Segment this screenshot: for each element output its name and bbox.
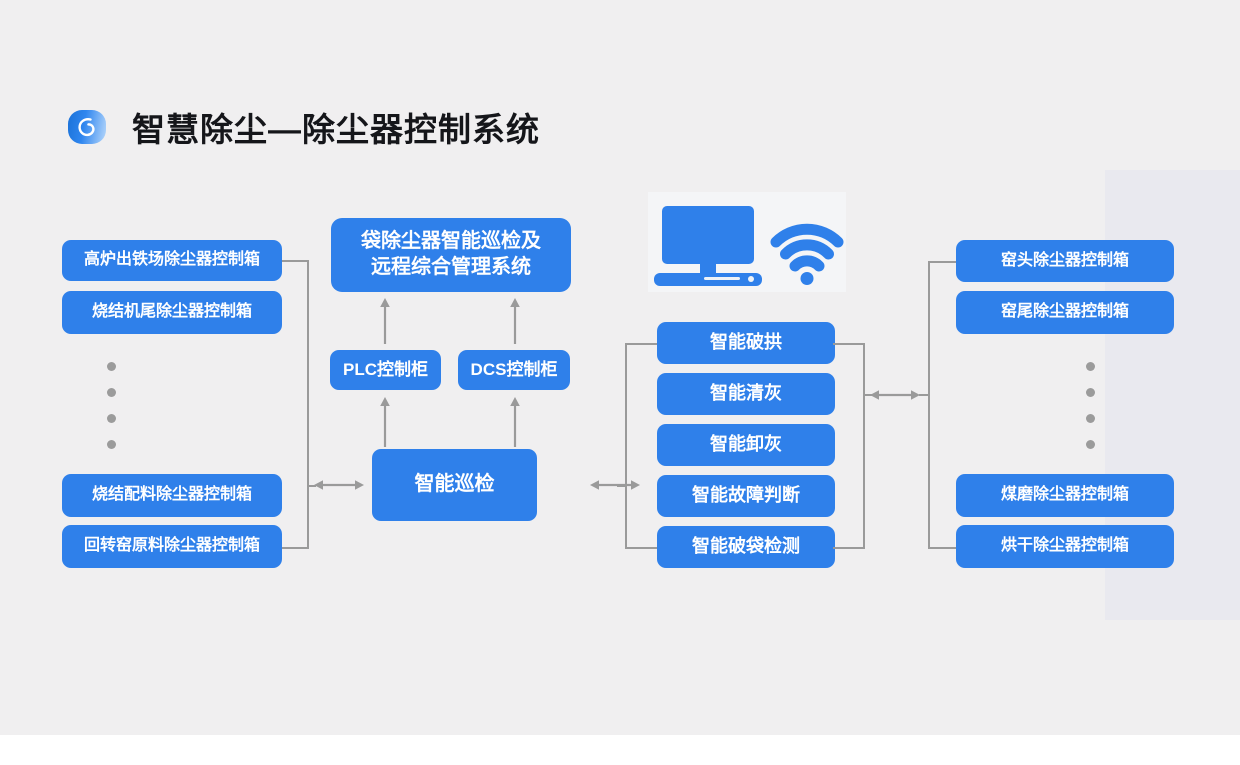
function-item-0[interactable]: 智能破拱 bbox=[657, 322, 835, 364]
function-bracket-right-stub bbox=[863, 394, 872, 396]
function-item-4-label: 智能破袋检测 bbox=[692, 536, 800, 557]
function-bracket-left-top bbox=[625, 343, 659, 345]
arrow-hub-to-plc bbox=[375, 396, 395, 448]
left-item-1-label: 烧结机尾除尘器控制箱 bbox=[91, 303, 252, 321]
dcs-cabinet-box[interactable]: DCS控制柜 bbox=[458, 350, 570, 390]
arrow-functions-to-right bbox=[869, 384, 921, 406]
function-bracket-left-spine bbox=[625, 343, 627, 549]
function-item-2-label: 智能卸灰 bbox=[710, 434, 782, 455]
left-bracket-bottom-line bbox=[282, 547, 309, 549]
left-item-2-label: 烧结配料除尘器控制箱 bbox=[91, 486, 252, 504]
right-item-2[interactable]: 煤磨除尘器控制箱 bbox=[956, 474, 1174, 517]
function-item-2[interactable]: 智能卸灰 bbox=[657, 424, 835, 466]
right-item-3[interactable]: 烘干除尘器控制箱 bbox=[956, 525, 1174, 568]
system-illustration bbox=[648, 192, 846, 297]
left-ellipsis-dots bbox=[107, 362, 116, 449]
function-bracket-right-spine bbox=[863, 343, 865, 549]
right-bracket-top-line bbox=[928, 261, 956, 263]
left-item-3[interactable]: 回转窑原料除尘器控制箱 bbox=[62, 525, 282, 568]
left-item-3-label: 回转窑原料除尘器控制箱 bbox=[83, 537, 260, 555]
right-item-1[interactable]: 窑尾除尘器控制箱 bbox=[956, 291, 1174, 334]
right-bracket-spine bbox=[928, 261, 930, 549]
left-item-0-label: 高炉出铁场除尘器控制箱 bbox=[83, 251, 260, 269]
right-bracket-stub bbox=[919, 394, 929, 396]
dcs-cabinet-label: DCS控制柜 bbox=[470, 360, 558, 380]
right-item-1-label: 窑尾除尘器控制箱 bbox=[1000, 303, 1129, 321]
function-bracket-right-top bbox=[833, 343, 865, 345]
arrow-left-to-hub bbox=[313, 474, 365, 496]
wifi-signal-icon bbox=[770, 223, 844, 285]
right-item-0[interactable]: 窑头除尘器控制箱 bbox=[956, 240, 1174, 282]
plc-cabinet-box[interactable]: PLC控制柜 bbox=[330, 350, 441, 390]
desktop-computer-icon bbox=[654, 206, 762, 286]
function-item-3[interactable]: 智能故障判断 bbox=[657, 475, 835, 517]
left-item-1[interactable]: 烧结机尾除尘器控制箱 bbox=[62, 291, 282, 334]
left-item-0[interactable]: 高炉出铁场除尘器控制箱 bbox=[62, 240, 282, 281]
arrow-hub-to-dcs bbox=[505, 396, 525, 448]
system-box-line2: 远程综合管理系统 bbox=[371, 256, 531, 278]
swirl-logo-icon bbox=[68, 110, 106, 144]
system-management-box[interactable]: 袋除尘器智能巡检及 远程综合管理系统 bbox=[331, 218, 571, 292]
arrow-plc-to-system bbox=[375, 297, 395, 345]
left-bracket-top-line bbox=[282, 260, 309, 262]
right-ellipsis-dots bbox=[1086, 362, 1095, 449]
system-box-line1: 袋除尘器智能巡检及 bbox=[361, 230, 541, 253]
function-bracket-right-bottom bbox=[833, 547, 865, 549]
left-bracket-spine bbox=[307, 260, 309, 549]
arrow-dcs-to-system bbox=[505, 297, 525, 345]
left-item-2[interactable]: 烧结配料除尘器控制箱 bbox=[62, 474, 282, 517]
right-item-3-label: 烘干除尘器控制箱 bbox=[1000, 537, 1129, 555]
smart-inspection-hub-box[interactable]: 智能巡检 bbox=[372, 449, 537, 521]
function-item-0-label: 智能破拱 bbox=[710, 332, 782, 353]
right-item-0-label: 窑头除尘器控制箱 bbox=[1000, 251, 1129, 269]
function-bracket-left-bottom bbox=[625, 547, 659, 549]
plc-cabinet-label: PLC控制柜 bbox=[343, 360, 428, 380]
left-bracket-stub bbox=[307, 485, 316, 487]
function-item-3-label: 智能故障判断 bbox=[692, 485, 800, 506]
arrow-hub-to-functions bbox=[589, 474, 641, 496]
function-item-1[interactable]: 智能清灰 bbox=[657, 373, 835, 415]
function-item-1-label: 智能清灰 bbox=[710, 383, 782, 404]
right-bracket-bottom-line bbox=[928, 547, 956, 549]
page-header: 智慧除尘—除尘器控制系统 bbox=[68, 98, 540, 156]
function-item-4[interactable]: 智能破袋检测 bbox=[657, 526, 835, 568]
smart-inspection-hub-label: 智能巡检 bbox=[414, 473, 495, 496]
function-bracket-left-stub bbox=[617, 485, 626, 487]
right-item-2-label: 煤磨除尘器控制箱 bbox=[1000, 486, 1129, 504]
footer-strip bbox=[0, 735, 1240, 765]
page-title: 智慧除尘—除尘器控制系统 bbox=[132, 111, 540, 148]
